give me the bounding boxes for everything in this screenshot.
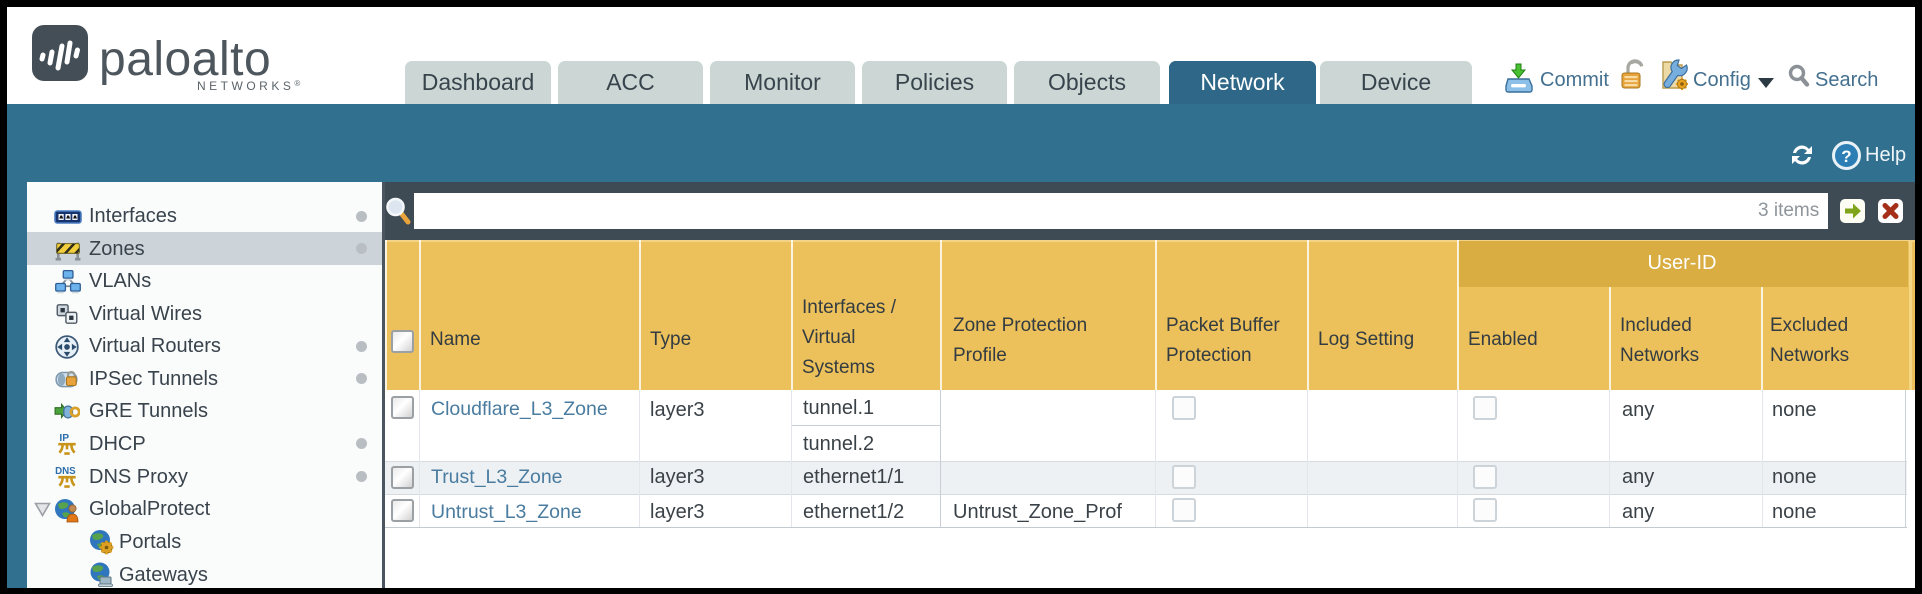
svg-text:IP: IP [59,433,69,444]
svg-text:?: ? [1841,147,1851,166]
svg-text:DNS: DNS [55,466,76,477]
